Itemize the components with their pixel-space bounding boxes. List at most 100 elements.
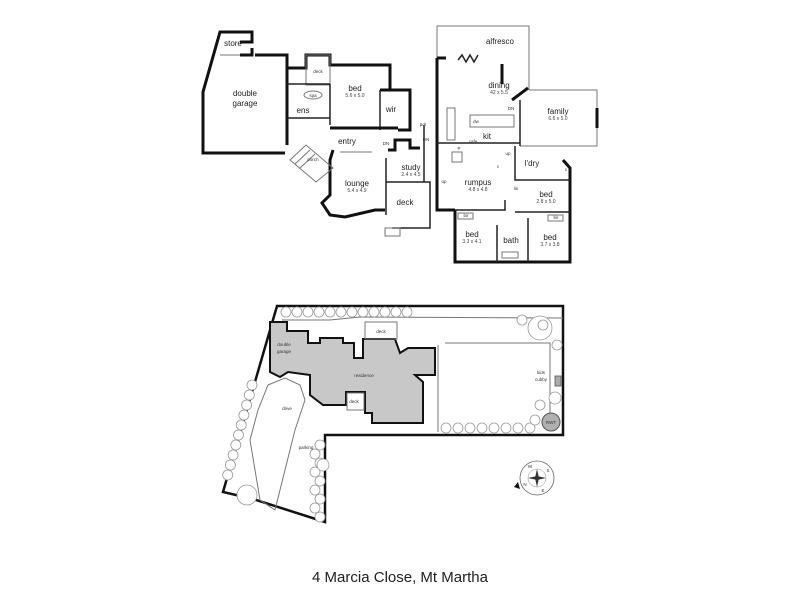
tree-icon (512, 422, 524, 434)
room-label-rumpus: rumpus (465, 178, 492, 187)
room-label-lounge: lounge (345, 179, 370, 188)
stair-label-up: up (505, 151, 511, 156)
tree-icon (309, 484, 321, 496)
room-label-porch: porch (307, 157, 319, 162)
tree-icon (241, 399, 253, 411)
tree-icon (548, 391, 562, 405)
tree-icon (235, 419, 247, 431)
room-label-bath: bath (503, 236, 519, 245)
tree-icon (390, 306, 402, 318)
tree-icon (368, 306, 380, 318)
floor-plan: store double garage deck bed 5.6 x 5.0 s… (201, 25, 599, 264)
room-label-deck: deck (397, 198, 415, 207)
trees (222, 306, 563, 523)
tree-icon (379, 306, 391, 318)
tree-icon (524, 422, 536, 434)
tree-icon (309, 448, 321, 460)
site-label-deck: deck (376, 329, 386, 334)
tree-icon (233, 429, 244, 441)
room-label-laundry: l'dry (525, 159, 539, 168)
tree-icon (500, 422, 512, 434)
tree-icon (246, 379, 258, 391)
room-label-cafe: cafe (469, 139, 478, 144)
deck-mid (346, 392, 365, 411)
tree-icon (222, 469, 234, 481)
tree-icon (314, 493, 326, 505)
svg-text:N: N (523, 482, 526, 487)
tree-icon (516, 314, 528, 326)
svg-text:E: E (541, 488, 544, 493)
store-wall (240, 48, 254, 57)
room-label-garage: double (233, 89, 258, 98)
room-dimension: 3.7 x 3.8 (540, 242, 559, 248)
tree-icon (238, 409, 250, 421)
room-label-store: store (224, 39, 242, 48)
room-label-bed: bed (539, 190, 552, 199)
room-dimension: 5.4 x 4.9 (347, 188, 366, 194)
site-label-residence: residence (354, 373, 374, 378)
room-label-dw: dw (473, 119, 480, 124)
stair-label-up: up (441, 179, 447, 184)
tree-icon (236, 484, 258, 506)
tree-icon (537, 319, 549, 331)
tree-icon (401, 306, 413, 318)
tree-icon (440, 422, 452, 434)
room-label-wir: wir (385, 105, 397, 114)
tree-icon (291, 306, 303, 318)
room-label-pdr: pdr (420, 122, 427, 127)
residence (269, 321, 436, 424)
room-dimension: 5.6 x 5.0 (345, 93, 364, 99)
room-dimension: 3.3 x 4.1 (462, 239, 481, 245)
tree-icon (452, 422, 464, 434)
site-label-cubby: cubby (535, 377, 548, 382)
site-label-kids: kids (537, 370, 546, 375)
room-dimension: 42 x 5.5 (490, 90, 508, 96)
tree-icon (224, 459, 236, 471)
garage-right-wall (255, 53, 289, 145)
stair-label-dn: DN (383, 141, 390, 146)
tree-icon (314, 439, 326, 451)
tree-icon (316, 458, 330, 472)
room-label-alfresco: alfresco (486, 37, 515, 46)
room-label-entry: entry (338, 137, 356, 146)
room-label-bir: bir (553, 215, 559, 220)
tree-icon (313, 306, 325, 318)
tree-icon (357, 306, 369, 318)
tree-icon (243, 389, 255, 401)
room-dimension: 6.6 x 5.0 (548, 116, 567, 122)
room-label-garage: garage (233, 99, 258, 108)
site-label-deck: deck (349, 399, 359, 404)
compass-icon: W S E N (514, 460, 555, 496)
tree-icon (309, 502, 321, 514)
kids-cubby (554, 375, 562, 387)
tree-icon (230, 439, 242, 451)
site-label-parking: parking (299, 445, 314, 450)
stair-label-dn: DN (423, 137, 430, 142)
tree-icon (280, 306, 292, 318)
wir-wall (380, 88, 412, 132)
room-dimension: 2.4 x 4.5 (401, 172, 420, 178)
svg-text:S: S (546, 468, 549, 473)
room-dimension: 2.8 x 5.0 (536, 199, 555, 205)
rainwater-tank (541, 412, 561, 432)
tree-icon (227, 449, 239, 461)
tree-icon (309, 466, 321, 478)
room-label-bed: bed (465, 230, 478, 239)
room-label-cupboard: c (497, 164, 500, 169)
tree-icon (476, 422, 488, 434)
tree-icon (335, 306, 347, 318)
site-label-drive: drive (282, 406, 292, 411)
tree-icon (464, 422, 476, 434)
room-label-ens: ens (297, 106, 310, 115)
tree-icon (534, 399, 546, 411)
room-label-bir: bir (463, 213, 469, 218)
tree-icon (529, 414, 541, 426)
room-label-deck: deck (313, 69, 323, 74)
room-label-study: study (401, 163, 420, 172)
alfresco-outline (436, 25, 530, 90)
porch-stairs (289, 144, 334, 183)
room-label-family: family (548, 107, 569, 116)
tree-icon (346, 306, 358, 318)
site-label-garage: garage (277, 349, 292, 354)
drive (249, 377, 306, 511)
